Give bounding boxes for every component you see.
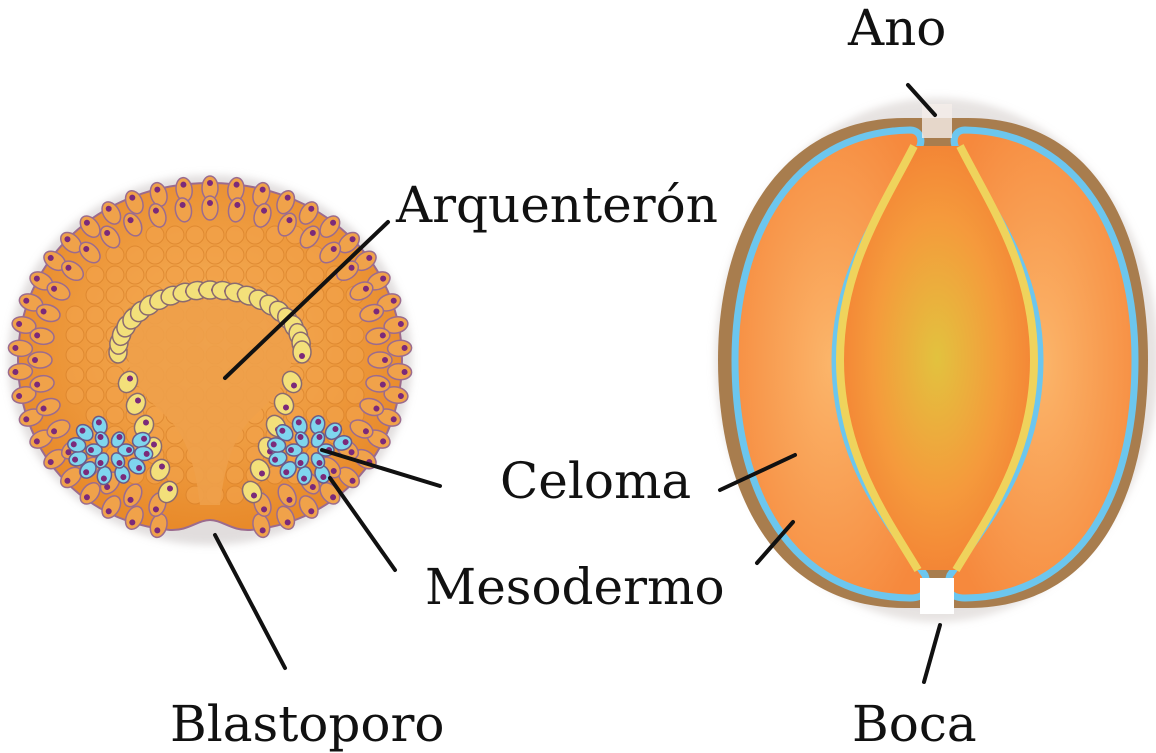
yolk-cell xyxy=(166,266,184,284)
ectoderm-cell xyxy=(202,196,218,220)
yolk-cell xyxy=(146,266,164,284)
endoderm-cell xyxy=(293,341,311,363)
yolk-cell xyxy=(86,326,104,344)
yolk-cell xyxy=(86,266,104,284)
yolk-cell xyxy=(246,266,264,284)
yolk-cell xyxy=(306,306,324,324)
yolk-cell xyxy=(86,346,104,364)
yolk-cell xyxy=(186,246,204,264)
yolk-cell xyxy=(126,266,144,284)
yolk-cell xyxy=(226,486,244,504)
yolk-cell xyxy=(326,366,344,384)
yolk-cell xyxy=(146,226,164,244)
ectoderm-cell xyxy=(368,352,392,368)
yolk-cell xyxy=(346,366,364,384)
leader-boca xyxy=(924,625,940,682)
yolk-cell xyxy=(86,366,104,384)
yolk-cell xyxy=(286,266,304,284)
yolk-cell xyxy=(66,386,84,404)
yolk-cell xyxy=(166,446,184,464)
yolk-cell xyxy=(266,246,284,264)
yolk-cell xyxy=(106,266,124,284)
coelomate-embryo xyxy=(715,98,1156,622)
yolk-cell xyxy=(126,246,144,264)
yolk-cell xyxy=(106,286,124,304)
yolk-cell xyxy=(86,286,104,304)
yolk-cell xyxy=(246,246,264,264)
yolk-cell xyxy=(86,306,104,324)
yolk-cell xyxy=(66,306,84,324)
yolk-cell xyxy=(226,246,244,264)
yolk-cell xyxy=(226,466,244,484)
yolk-cell xyxy=(326,326,344,344)
yolk-cell xyxy=(306,386,324,404)
yolk-cell xyxy=(66,366,84,384)
yolk-cell xyxy=(326,406,344,424)
yolk-cell xyxy=(206,246,224,264)
label-arquenteron: Arquenterón xyxy=(395,176,718,234)
yolk-cell xyxy=(306,286,324,304)
yolk-cell xyxy=(286,246,304,264)
yolk-cell xyxy=(326,386,344,404)
yolk-cell xyxy=(146,246,164,264)
gastrula-illustration xyxy=(8,175,412,545)
yolk-cell xyxy=(246,226,264,244)
yolk-cell xyxy=(66,346,84,364)
yolk-cell xyxy=(306,266,324,284)
yolk-cell xyxy=(226,266,244,284)
yolk-cell xyxy=(326,306,344,324)
yolk-cell xyxy=(326,286,344,304)
yolk-cell xyxy=(266,266,284,284)
yolk-cell xyxy=(86,386,104,404)
yolk-cell xyxy=(66,326,84,344)
yolk-cell xyxy=(186,226,204,244)
label-ano: Ano xyxy=(847,0,946,57)
yolk-cell xyxy=(326,346,344,364)
anus-opening xyxy=(922,104,952,138)
leader-blastoporo xyxy=(215,535,285,668)
label-mesodermo: Mesodermo xyxy=(425,558,725,616)
ectoderm-cell xyxy=(28,352,52,368)
yolk-cell xyxy=(226,226,244,244)
yolk-cell xyxy=(166,226,184,244)
yolk-cell xyxy=(346,346,364,364)
yolk-cell xyxy=(306,366,324,384)
yolk-cell xyxy=(106,406,124,424)
label-celoma: Celoma xyxy=(500,452,691,510)
label-boca: Boca xyxy=(852,695,977,753)
mouth-opening xyxy=(920,578,954,614)
leader-mesodermo-left xyxy=(330,478,395,570)
yolk-cell xyxy=(166,246,184,264)
yolk-cell xyxy=(106,246,124,264)
yolk-cell xyxy=(346,326,364,344)
yolk-cell xyxy=(206,226,224,244)
label-blastoporo: Blastoporo xyxy=(170,695,445,753)
yolk-cell xyxy=(286,286,304,304)
